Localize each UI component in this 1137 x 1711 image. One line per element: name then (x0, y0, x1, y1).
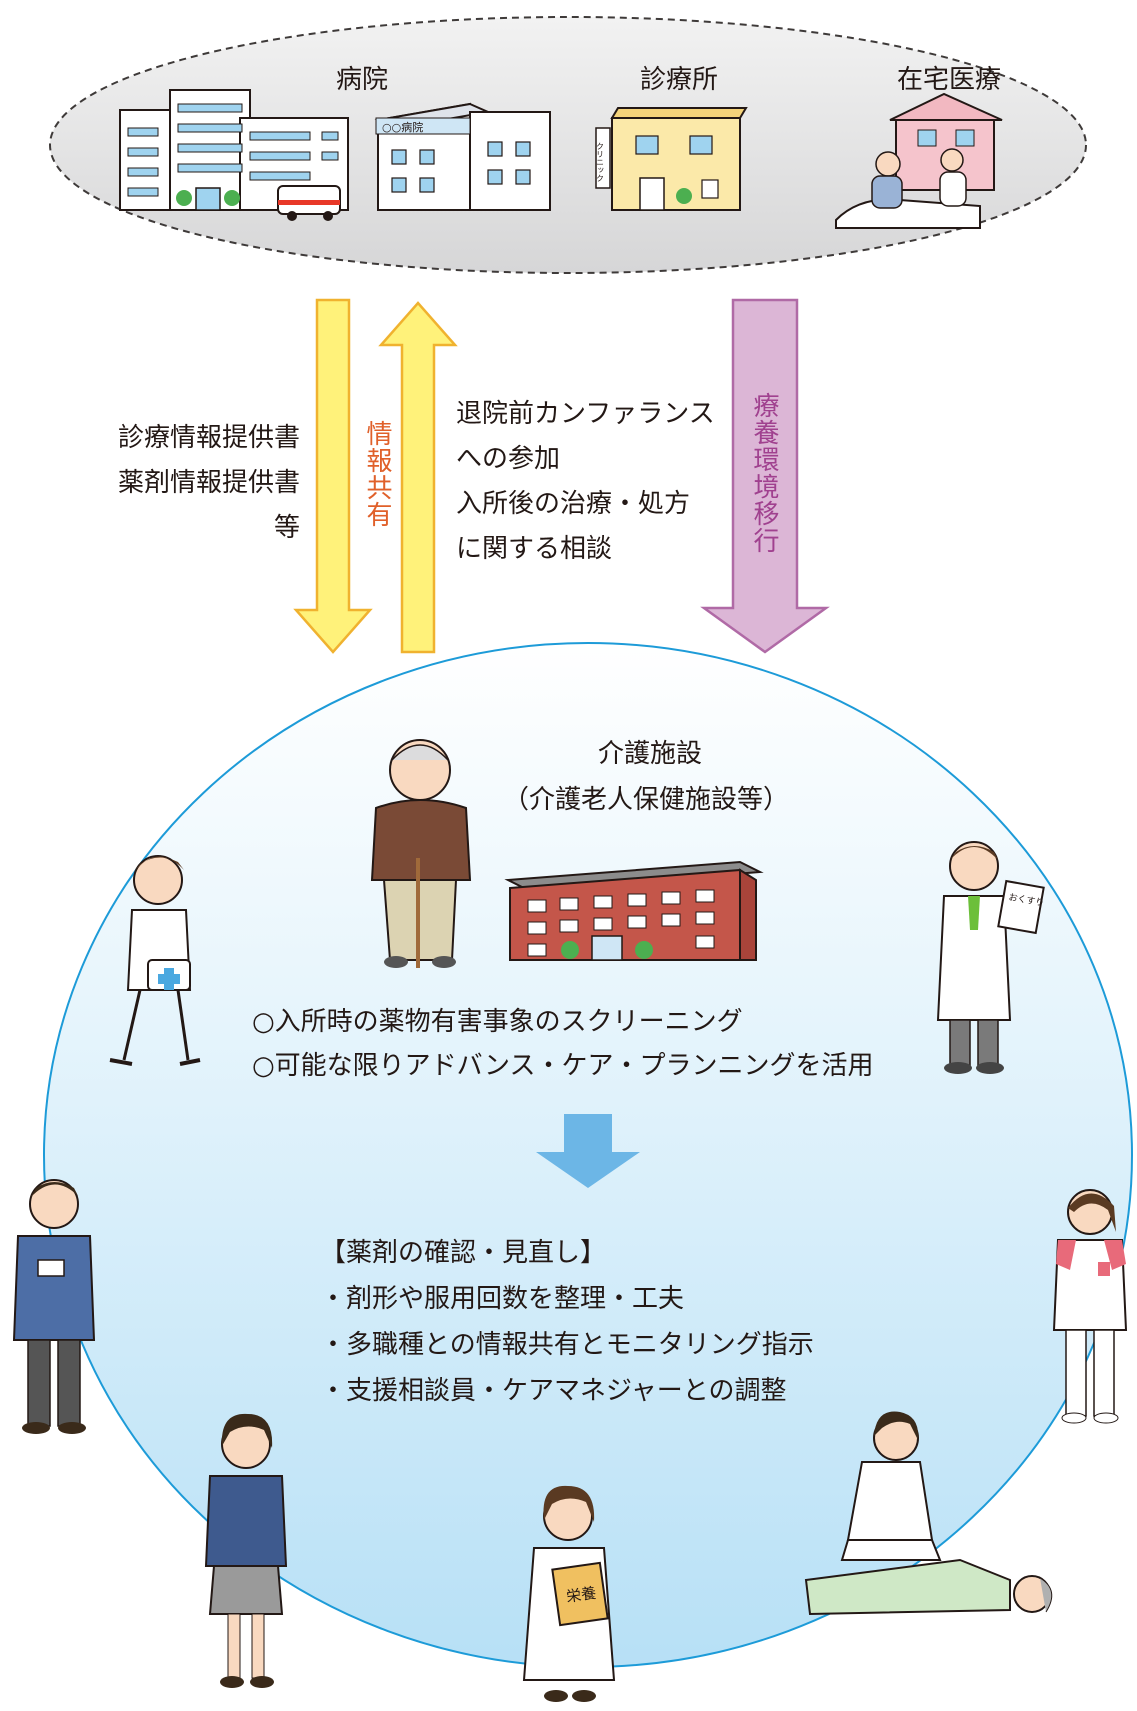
staff-member-icon (12, 1179, 96, 1434)
down-arrow-icon (536, 1114, 640, 1188)
caregiver-icon (1052, 1189, 1128, 1424)
documents-item-2: 薬剤情報提供書 (117, 468, 300, 498)
dietitian-icon (522, 1485, 616, 1702)
elderly-person-icon (370, 739, 472, 968)
documents-item-3: 等 (273, 513, 300, 543)
info-share-up-arrow (378, 301, 458, 654)
hospital-sign: ○○病院 (382, 120, 423, 134)
conference-item-3: 入所後の治療・処方 (456, 489, 691, 519)
clinic-sign: クリニック (596, 142, 605, 182)
dietitian-book: 栄養 (565, 1584, 597, 1606)
documents-down-arrow (293, 298, 373, 654)
conference-item-1: 退院前カンファランス (456, 399, 715, 429)
home-care-icon (835, 92, 1003, 229)
provider-label-hospital: 病院 (335, 65, 388, 95)
review-item-3: ・支援相談員・ケアマネジャーとの調整 (320, 1376, 787, 1406)
review-item-1: ・剤形や服用回数を整理・工夫 (320, 1284, 685, 1314)
review-heading: 【薬剤の確認・見直し】 (320, 1238, 607, 1268)
care-facility-icon (504, 860, 764, 961)
ambulance-icon (277, 185, 341, 221)
conference-item-2: への参加 (456, 444, 561, 474)
review-item-2: ・多職種との情報共有とモニタリング指示 (320, 1330, 814, 1360)
conference-item-4: に関する相談 (456, 534, 613, 564)
hospital-icon (374, 102, 551, 211)
review-section: 【薬剤の確認・見直し】 ・剤形や服用回数を整理・工夫 ・多職種との情報共有とモニ… (320, 1230, 814, 1414)
facility-subtitle: （介護老人保健施設等） (502, 785, 789, 815)
pharmacist-icon (936, 841, 1045, 1074)
nurse-icon (109, 855, 201, 1066)
info-share-label: 情報共有 (362, 420, 392, 528)
transition-label: 療養環境移行 (749, 392, 779, 554)
screening-list: ○入所時の薬物有害事象のスクリーニング ○可能な限りアドバンス・ケア・プランニン… (252, 1000, 873, 1088)
screening-item-1: ○入所時の薬物有害事象のスクリーニング (252, 1007, 743, 1037)
clinic-icon (595, 107, 748, 211)
conference-list: 退院前カンファランス への参加 入所後の治療・処方 に関する相談 (456, 392, 715, 572)
office-worker-icon (204, 1413, 288, 1688)
transition-down-arrow (700, 298, 830, 654)
facility-title: 介護施設 (597, 739, 702, 769)
hospital-building-icon (119, 89, 349, 211)
provider-label-home-care: 在宅医療 (896, 65, 1001, 95)
provider-label-clinic: 診療所 (639, 65, 718, 95)
documents-item-1: 診療情報提供書 (117, 423, 300, 453)
screening-item-2: ○可能な限りアドバンス・ケア・プランニングを活用 (252, 1051, 874, 1081)
therapist-icon (804, 1411, 1053, 1616)
documents-list: 診療情報提供書 薬剤情報提供書 等 (60, 416, 300, 551)
